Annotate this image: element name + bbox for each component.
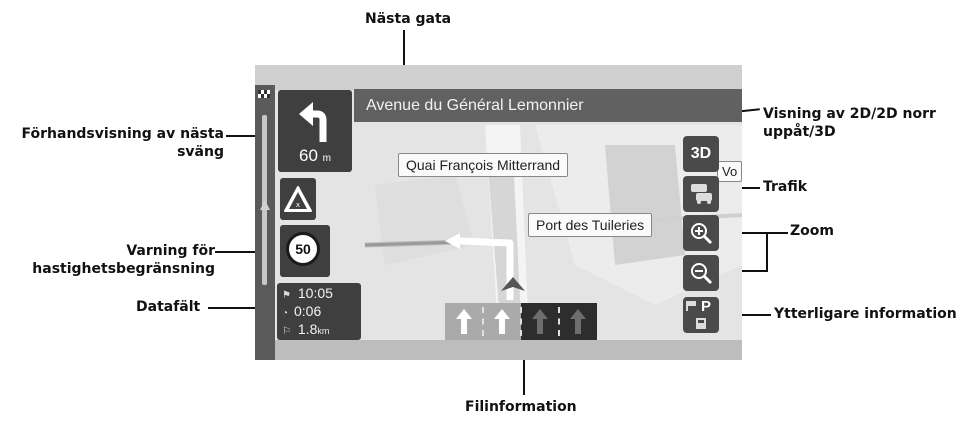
- traffic-icon: [691, 184, 712, 204]
- callout-turn-preview-line2: sväng: [177, 144, 224, 160]
- callout-view-mode-line1: Visning av 2D/2D norr: [763, 106, 936, 122]
- road-warning-box[interactable]: x: [280, 178, 316, 220]
- distance-flag-icon: ⚐: [282, 326, 291, 337]
- remaining-time: 0:06: [294, 303, 322, 319]
- poi-flag-icon: [686, 301, 696, 311]
- callout-view-mode: Visning av 2D/2D norr uppåt/3D: [763, 105, 936, 141]
- turn-distance-unit: m: [322, 153, 331, 164]
- traffic-button[interactable]: [683, 176, 719, 212]
- view-mode-button[interactable]: 3D: [683, 136, 719, 172]
- leader-zoom-vertical: [766, 232, 768, 272]
- arrival-time: 10:05: [297, 285, 333, 301]
- route-progress-sidebar: [255, 85, 275, 360]
- street-label-tuileries: Port des Tuileries: [528, 213, 653, 237]
- lane-information-bar: [445, 303, 597, 340]
- callout-turn-preview-line1: Förhandsvisning av nästa: [21, 126, 224, 142]
- callout-zoom: Zoom: [790, 223, 834, 239]
- lane-straight-arrow-icon: [532, 309, 548, 334]
- leader-more-info: [718, 314, 771, 316]
- vehicle-position-icon: [501, 277, 525, 291]
- lane-divider: [520, 307, 522, 336]
- remaining-time-row: ◔ 0:06: [282, 302, 321, 320]
- arrival-time-row: ⚑ 10:05: [282, 284, 333, 302]
- zoom-out-icon: [691, 263, 713, 285]
- callout-speed-warning-line1: Varning för: [126, 243, 215, 259]
- lane-3: [521, 303, 559, 340]
- navigation-screen[interactable]: Avenue du Général Lemonnier 60 m x 50 ⚑ …: [255, 65, 742, 360]
- callout-speed-warning: Varning för hastighetsbegränsning: [8, 242, 215, 278]
- data-field-panel[interactable]: ⚑ 10:05 ◔ 0:06 ⚐ 1.8km: [277, 283, 361, 340]
- lane-4: [559, 303, 597, 340]
- leader-zoom-top: [722, 232, 768, 234]
- zoom-in-icon: [691, 223, 713, 245]
- callout-view-mode-line2: uppåt/3D: [763, 124, 836, 140]
- lane-straight-arrow-icon: [456, 309, 472, 334]
- callout-lane-info: Filinformation: [465, 399, 577, 415]
- service-station-icon: [696, 318, 706, 329]
- callout-turn-preview: Förhandsvisning av nästa sväng: [8, 125, 224, 161]
- distance-unit: km: [317, 326, 330, 336]
- street-label-mitterrand: Quai François Mitterrand: [398, 153, 569, 177]
- speed-limit-box[interactable]: 50: [280, 225, 330, 277]
- callout-speed-warning-line2: hastighetsbegränsning: [32, 261, 215, 277]
- warning-triangle-icon: x: [284, 186, 312, 212]
- svg-text:x: x: [296, 201, 300, 209]
- callout-traffic: Trafik: [763, 179, 808, 195]
- finish-flag-icon: ⚑: [282, 290, 291, 301]
- parking-icon: P: [701, 298, 712, 315]
- clock-icon: ◔: [282, 308, 289, 319]
- remaining-distance: 1.8: [297, 321, 318, 337]
- speed-limit-sign: 50: [286, 232, 320, 266]
- lane-straight-arrow-icon: [494, 309, 510, 334]
- leader-data-field: [208, 307, 288, 309]
- turn-distance: 60 m: [278, 146, 352, 166]
- turn-distance-value: 60: [299, 146, 318, 165]
- callout-next-street: Nästa gata: [365, 11, 452, 27]
- leader-zoom-bottom: [722, 270, 768, 272]
- zoom-out-button[interactable]: [683, 255, 719, 291]
- lane-divider: [482, 307, 484, 336]
- callout-more-info: Ytterligare information: [774, 306, 957, 322]
- turn-preview-box[interactable]: 60 m: [278, 90, 352, 172]
- remaining-distance-row: ⚐ 1.8km: [282, 320, 329, 338]
- zoom-in-button[interactable]: [683, 215, 719, 251]
- finish-flag-icon: [258, 90, 270, 98]
- map-fragment-label: Vo: [717, 161, 742, 182]
- leader-zoom-label: [766, 232, 788, 234]
- more-info-button[interactable]: P: [683, 297, 719, 333]
- next-street-bar: Avenue du Général Lemonnier: [354, 89, 742, 122]
- lane-2: [483, 303, 521, 340]
- leader-lane-info: [523, 335, 525, 395]
- leader-turn-preview: [226, 135, 282, 137]
- lane-straight-arrow-icon: [570, 309, 586, 334]
- lane-divider: [558, 307, 560, 336]
- warning-marker-icon: [260, 200, 270, 210]
- turn-left-arrow-icon: [299, 102, 327, 142]
- route-progress-bar: [262, 115, 267, 285]
- lane-1: [445, 303, 483, 340]
- callout-data-field: Datafält: [136, 299, 201, 315]
